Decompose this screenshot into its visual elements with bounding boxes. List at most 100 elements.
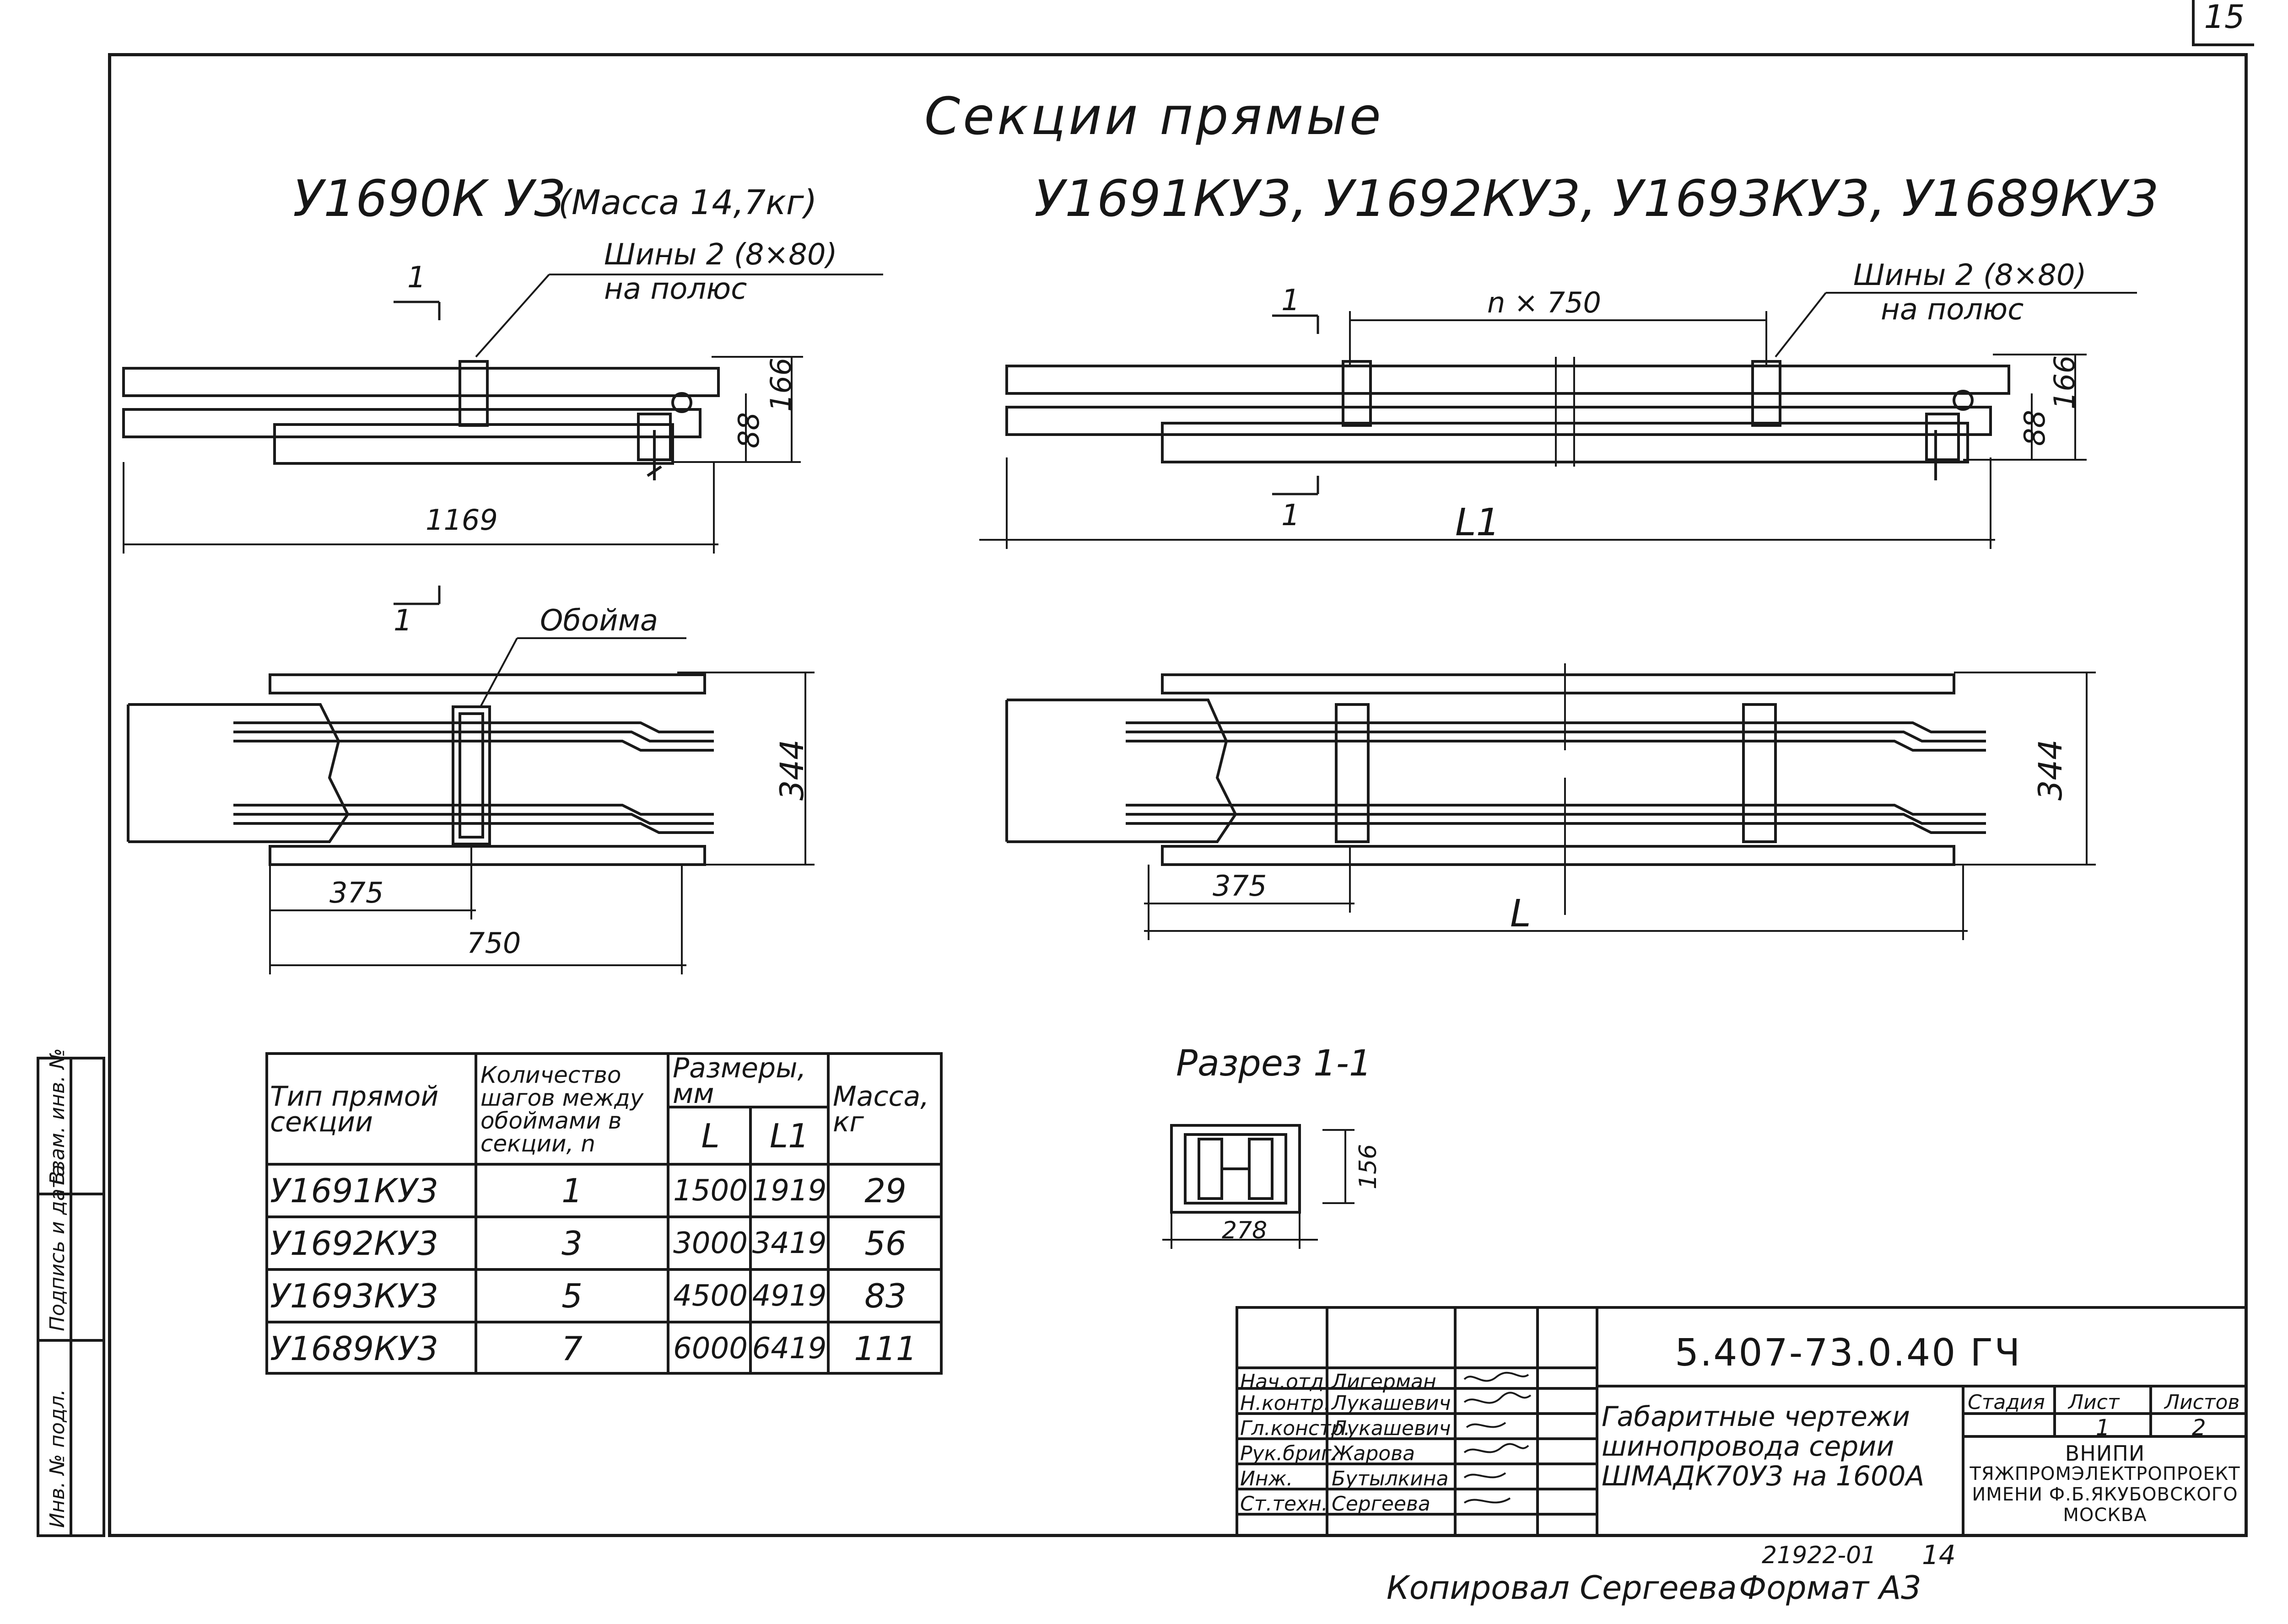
role-3: Гл.констр. xyxy=(1240,1417,1350,1440)
right-section-mark-top: 1 xyxy=(1281,284,1300,317)
left-bus-upper xyxy=(122,367,720,397)
right-section-mark-bottom: 1 xyxy=(1281,499,1300,532)
table-row-3-L1: 4919 xyxy=(752,1279,827,1313)
sheets-header: Листов xyxy=(2164,1391,2240,1414)
table-row-1-L1: 1919 xyxy=(752,1173,827,1208)
binding-strip-grid xyxy=(37,1057,105,1537)
table-header-L1: L1 xyxy=(770,1116,809,1155)
person-1: Лигерман xyxy=(1332,1370,1436,1393)
table-row-3-L: 4500 xyxy=(673,1279,748,1313)
section-cut-title: Разрез 1-1 xyxy=(1176,1043,1372,1084)
table-row-4-n: 7 xyxy=(561,1329,583,1368)
left-section-mark-top: 1 xyxy=(407,261,426,295)
doc-name-line1: Габаритные чертежи xyxy=(1602,1401,1910,1433)
title-block: 5.407-73.0.40 ГЧ Нач.отд Н.контр. Гл.кон… xyxy=(1236,1306,2248,1537)
drawing-frame xyxy=(108,53,2248,1537)
clip-label: Обойма xyxy=(540,604,658,638)
table-row-4-mass: 111 xyxy=(854,1329,917,1368)
binding-strip-replaced: Взам. инв. № xyxy=(46,1048,69,1185)
org-line4: МОСКВА xyxy=(2063,1505,2147,1526)
role-2: Н.контр. xyxy=(1240,1392,1330,1415)
left-dim-length: 1169 xyxy=(426,503,498,537)
page-title: Секции прямые xyxy=(924,87,1384,146)
left-bus-label-line2: на полюс xyxy=(604,272,747,306)
org-line3: ИМЕНИ Ф.Б.ЯКУБОВСКОГО xyxy=(1972,1484,2238,1505)
right-dim-375: 375 xyxy=(1213,869,1267,903)
person-4: Жарова xyxy=(1332,1442,1415,1465)
table-header-L: L xyxy=(701,1116,720,1155)
table-row-1-n: 1 xyxy=(561,1171,583,1210)
table-row-2-type: У1692КУ3 xyxy=(270,1224,438,1263)
right-dim-n-750: n × 750 xyxy=(1487,286,1601,319)
left-section-title: У1690К У3 xyxy=(293,169,567,228)
person-5: Бутылкина xyxy=(1332,1467,1449,1490)
left-bus-label-line1: Шины 2 (8×80) xyxy=(604,238,837,272)
section-types-table: Тип прямой секции Количество шагов между… xyxy=(265,1052,943,1375)
document-code: 5.407-73.0.40 ГЧ xyxy=(1675,1331,2022,1375)
left-dim-166: 166 xyxy=(764,357,798,412)
sheet-value: 1 xyxy=(2096,1415,2110,1441)
table-header-count: Количество шагов между обоймами в секции… xyxy=(480,1062,644,1157)
table-row-1-mass: 29 xyxy=(864,1171,907,1210)
org-line1: ВНИПИ xyxy=(2065,1441,2145,1466)
doc-name-line2: шинопровода серии xyxy=(1602,1430,1894,1463)
table-header-sizes: Размеры, мм xyxy=(673,1052,806,1110)
table-grid xyxy=(265,1052,943,1375)
role-6: Ст.техн. xyxy=(1240,1492,1328,1516)
binding-strip-inv-no: Инв. № подл. xyxy=(46,1389,69,1528)
table-row-2-n: 3 xyxy=(561,1224,583,1263)
right-dim-166: 166 xyxy=(2048,355,2081,409)
table-header-type: Тип прямой секции xyxy=(270,1081,439,1138)
role-1: Нач.отд xyxy=(1240,1370,1324,1393)
table-row-2-L1: 3419 xyxy=(752,1226,827,1260)
left-section-mass: (Масса 14,7кг) xyxy=(558,183,817,222)
table-row-2-mass: 56 xyxy=(864,1224,907,1263)
left-bus-lower xyxy=(122,408,702,438)
page-number: 14 xyxy=(1922,1539,1956,1570)
binding-strip: Инв. № подл. Подпись и дата Взам. инв. № xyxy=(37,1048,105,1537)
table-row-2-L: 3000 xyxy=(673,1226,748,1260)
right-dim-L1: L1 xyxy=(1455,501,1500,544)
left-plan-section-mark: 1 xyxy=(394,604,412,638)
table-header-mass: Масса, кг xyxy=(833,1081,929,1138)
left-clip-plan xyxy=(452,705,491,845)
doc-number: 21922-01 xyxy=(1762,1542,1877,1569)
signature-scribbles xyxy=(1463,1371,1532,1504)
role-5: Инж. xyxy=(1240,1467,1293,1490)
left-dim-344: 344 xyxy=(773,739,811,801)
sheet-header: Лист xyxy=(2068,1391,2120,1414)
title-block-grid xyxy=(1236,1306,2248,1537)
person-6: Сергеева xyxy=(1332,1492,1430,1516)
table-row-1-L: 1500 xyxy=(673,1173,748,1208)
right-bus-label-line2: на полюс xyxy=(1881,293,2024,327)
left-clip-elevation xyxy=(459,360,489,427)
table-row-3-n: 5 xyxy=(561,1276,583,1315)
sheet-corner-number: 15 xyxy=(2192,0,2254,46)
table-row-1-type: У1691КУ3 xyxy=(270,1171,438,1210)
role-4: Рук.бриг. xyxy=(1240,1442,1338,1465)
section-cut-dim-156: 156 xyxy=(1354,1144,1382,1189)
right-dim-L: L xyxy=(1510,892,1531,936)
binding-strip-signature: Подпись и дата xyxy=(46,1164,69,1331)
table-row-3-type: У1693КУ3 xyxy=(270,1276,438,1315)
person-3: Лукашевич xyxy=(1332,1417,1451,1440)
table-row-4-L: 6000 xyxy=(673,1331,748,1366)
table-row-4-L1: 6419 xyxy=(752,1331,827,1366)
format-note: Формат А3 xyxy=(1739,1569,1921,1607)
section-cut-dim-278: 278 xyxy=(1222,1217,1268,1244)
right-dim-344: 344 xyxy=(2032,739,2069,801)
right-bus-label-line1: Шины 2 (8×80) xyxy=(1853,258,2087,292)
copied-by: Копировал Сергеева xyxy=(1387,1569,1737,1607)
left-dim-88: 88 xyxy=(732,412,766,448)
sheets-value: 2 xyxy=(2192,1415,2206,1441)
person-2: Лукашевич xyxy=(1332,1392,1451,1415)
table-row-4-type: У1689КУ3 xyxy=(270,1329,438,1368)
doc-name-line3: ШМАДК70У3 на 1600А xyxy=(1602,1460,1925,1492)
stage-header: Стадия xyxy=(1968,1391,2045,1414)
table-row-3-mass: 83 xyxy=(864,1276,907,1315)
left-dim-375: 375 xyxy=(329,876,384,909)
left-dim-750: 750 xyxy=(467,926,521,960)
right-section-title: У1691КУ3, У1692КУ3, У1693КУ3, У1689КУ3 xyxy=(1034,169,2159,228)
